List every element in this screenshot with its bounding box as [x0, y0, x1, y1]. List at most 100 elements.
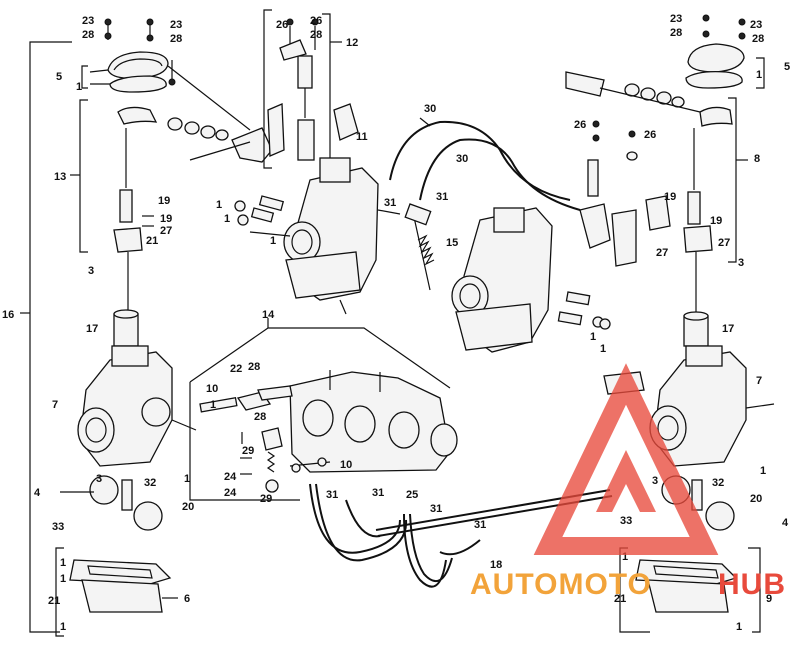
label-1-mid: 1 [210, 399, 216, 411]
label-10-b: 10 [340, 459, 352, 471]
label-31-mid-b: 31 [372, 487, 384, 499]
label-4-left: 4 [34, 487, 41, 499]
carburetor-lower-left [60, 345, 197, 531]
label-3-right-b: 3 [652, 475, 658, 487]
bracket-left-group [20, 41, 72, 633]
label-8: 8 [754, 153, 760, 165]
label-17-left: 17 [86, 323, 98, 335]
throttle-linkage-top [263, 9, 359, 171]
watermark-triangle-icon [533, 363, 719, 555]
label-1-right-cap: 1 [756, 69, 762, 81]
label-3-left-b: 3 [96, 473, 102, 485]
label-21-left-top: 21 [146, 235, 158, 247]
label-21-right-bottom: 21 [614, 593, 626, 605]
label-1-right-bowl: 1 [622, 551, 628, 563]
label-23-right-b: 23 [750, 19, 762, 31]
carburetor-upper-left [234, 157, 401, 315]
label-23-left-a: 23 [82, 15, 94, 27]
label-1-right-float: 1 [760, 465, 766, 477]
label-28-mid-b: 28 [254, 411, 266, 423]
label-1-center-b: 1 [600, 343, 606, 355]
throttle-cables [389, 117, 581, 211]
linkage-parts-center [199, 385, 331, 493]
label-4-right: 4 [782, 517, 789, 529]
label-32-left: 32 [144, 477, 156, 489]
label-23-left-b: 23 [170, 19, 182, 31]
label-1-right-bottom: 1 [736, 621, 742, 633]
label-15: 15 [446, 237, 458, 249]
label-23-right-a: 23 [670, 13, 682, 25]
label-24-b: 24 [224, 487, 237, 499]
top-cap-right [685, 14, 765, 89]
label-28-top: 28 [310, 29, 322, 41]
small-parts-right [579, 120, 671, 267]
jet-needle-left [70, 99, 154, 347]
link-arm-right [565, 71, 733, 127]
watermark-brand-hub: HUB [718, 568, 786, 601]
label-3-right: 3 [738, 257, 744, 269]
label-17-right: 17 [722, 323, 734, 335]
label-30-a: 30 [424, 103, 436, 115]
label-19-left-b: 19 [160, 213, 172, 225]
label-20-left: 20 [182, 501, 194, 513]
intake-manifold-14 [189, 318, 458, 501]
label-24-a: 24 [224, 471, 237, 483]
part-labels: 23 28 23 28 5 1 13 19 19 27 21 3 16 17 7… [2, 13, 790, 633]
label-10-a: 10 [206, 383, 218, 395]
label-1-center: 1 [590, 331, 596, 343]
label-19-left: 19 [158, 195, 170, 207]
label-27-right-b: 27 [656, 247, 668, 259]
label-31-mid-d: 31 [474, 519, 486, 531]
label-1-left-float: 1 [184, 473, 190, 485]
carburetor-center [451, 207, 611, 353]
float-bowl-right [619, 547, 761, 633]
label-20-right: 20 [750, 493, 762, 505]
label-27-right-a: 27 [718, 237, 730, 249]
link-arm-left [117, 65, 273, 163]
float-bowl-left [55, 547, 178, 637]
spring-15 [404, 203, 435, 291]
label-5-right: 5 [784, 61, 790, 73]
label-1-upper-c: 1 [270, 235, 276, 247]
label-6: 6 [184, 593, 190, 605]
label-19-right-b: 19 [710, 215, 722, 227]
label-28-left-b: 28 [170, 33, 182, 45]
label-19-right-a: 19 [664, 191, 676, 203]
label-1-left-cap: 1 [76, 81, 82, 93]
label-5-left: 5 [56, 71, 62, 83]
label-1-upper-b: 1 [224, 213, 230, 225]
label-31-mid-a: 31 [326, 489, 338, 501]
label-12: 12 [346, 37, 358, 49]
label-30-b: 30 [456, 153, 468, 165]
label-1-upper-a: 1 [216, 199, 222, 211]
label-26-top-b: 26 [310, 15, 322, 27]
label-14: 14 [262, 309, 275, 321]
label-21-left-bottom: 21 [48, 595, 60, 607]
label-1-left-bowl: 1 [60, 557, 66, 569]
label-32-right: 32 [712, 477, 724, 489]
label-27-left: 27 [160, 225, 172, 237]
watermark-inner-a-icon [596, 450, 656, 512]
label-31-mid-c: 31 [430, 503, 442, 515]
label-28-mid-a: 28 [248, 361, 260, 373]
label-11: 11 [356, 131, 368, 143]
label-28-left-a: 28 [82, 29, 94, 41]
label-16: 16 [2, 309, 14, 321]
label-1-left-bowl-b: 1 [60, 573, 66, 585]
label-26-right-b: 26 [644, 129, 656, 141]
jet-needle-right [683, 97, 748, 347]
label-29-b: 29 [260, 493, 272, 505]
label-29-a: 29 [242, 445, 254, 457]
label-28-right-b: 28 [752, 33, 764, 45]
label-1-left-bottom: 1 [60, 621, 66, 633]
label-13: 13 [54, 171, 66, 183]
label-22: 22 [230, 363, 242, 375]
label-26-top-a: 26 [276, 19, 288, 31]
label-31-upper-b: 31 [436, 191, 448, 203]
label-33-right: 33 [620, 515, 632, 527]
label-9: 9 [766, 593, 772, 605]
label-7-right: 7 [756, 375, 762, 387]
label-26-right-a: 26 [574, 119, 586, 131]
watermark-brand-auto: AUTOMOTO [470, 568, 652, 601]
